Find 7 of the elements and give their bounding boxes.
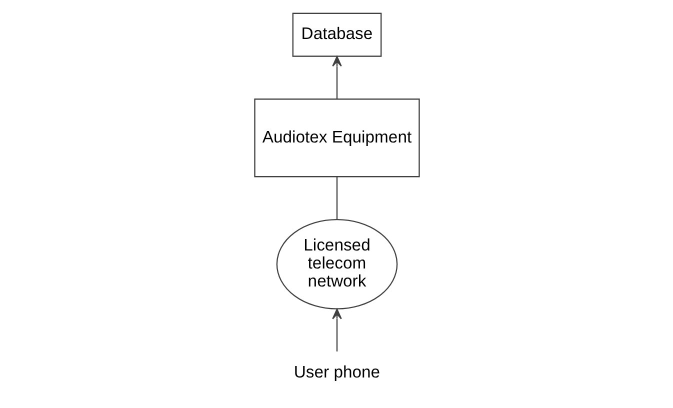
node-box: Database <box>292 12 382 57</box>
node-box: Audiotex Equipment <box>254 98 420 178</box>
arrow <box>332 308 342 352</box>
arrow <box>332 56 342 99</box>
node-text: User phone <box>293 362 380 382</box>
node-ellipse: Licensed telecom network <box>276 218 398 310</box>
connector <box>336 176 338 220</box>
